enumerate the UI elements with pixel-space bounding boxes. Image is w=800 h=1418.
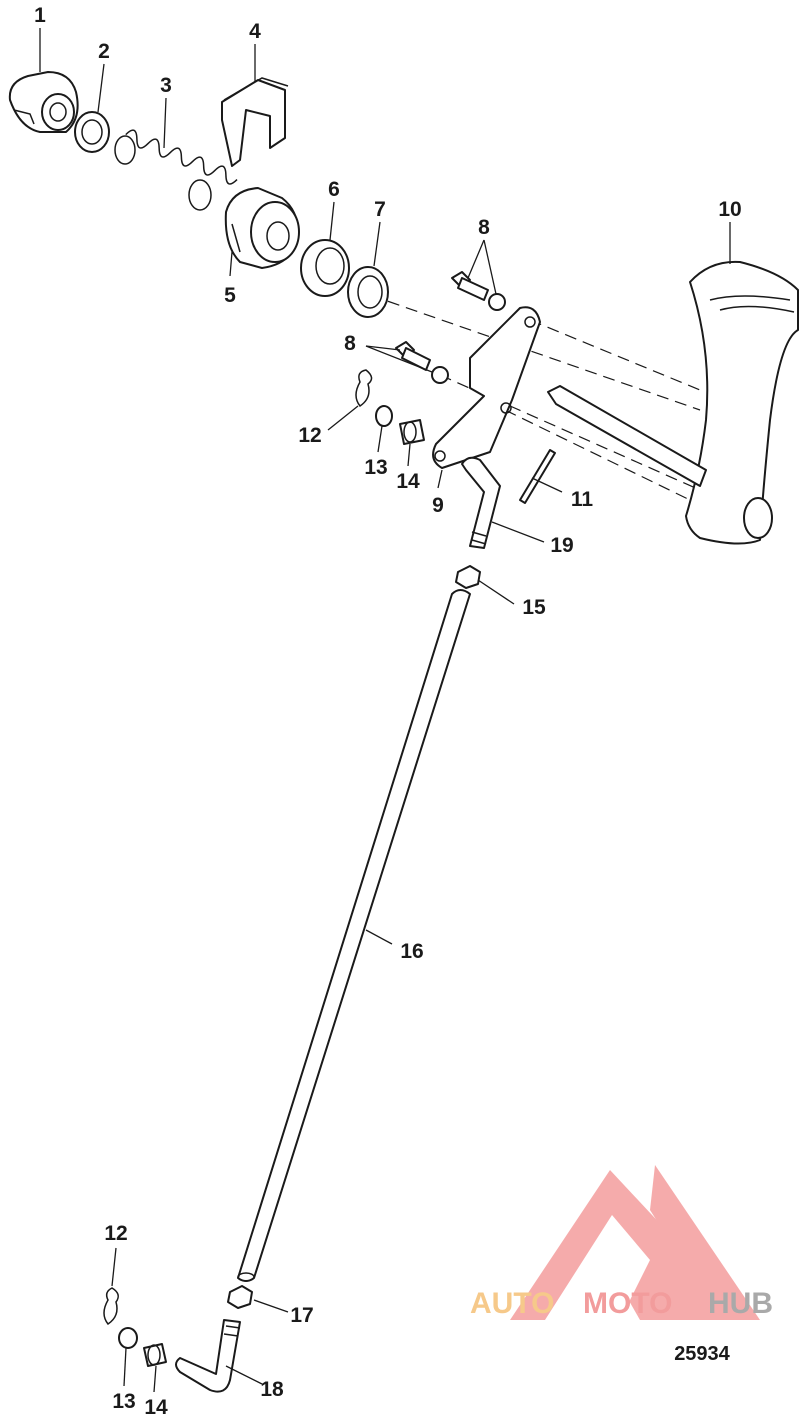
callout-10: 10 [718,198,741,221]
callout-9: 9 [432,494,444,517]
callout-13-upper: 13 [364,456,387,479]
bushing-part-14-upper [399,419,425,445]
rod-part-16 [237,589,471,1282]
callout-6: 6 [328,178,340,201]
callout-12-upper: 12 [298,424,321,447]
watermark-auto: AUTO [470,1287,554,1320]
knob-part-1 [8,71,79,133]
callout-11: 11 [571,488,594,511]
callout-12-lower: 12 [104,1222,127,1245]
callout-3: 3 [160,74,172,97]
handle-part-10 [685,260,799,545]
callout-19: 19 [550,534,573,557]
callout-2: 2 [98,40,110,63]
callout-15: 15 [522,596,546,619]
hub-part-5 [224,187,300,269]
watermark-hub: HUB [708,1287,773,1320]
watermark-logo [510,1165,760,1320]
screw-part-8-upper [451,271,506,311]
washer-part-7 [347,266,389,318]
callout-1: 1 [34,4,46,27]
callout-18: 18 [260,1378,284,1401]
callout-14-upper: 14 [396,470,420,493]
cotter-pin-part-12-upper [355,369,373,408]
washer-part-2 [74,111,110,153]
callout-17: 17 [290,1304,313,1327]
nut-part-17 [227,1285,253,1309]
bracket-part-9 [432,306,541,469]
shaft [547,385,707,487]
leader-lines [39,28,731,1393]
washer-part-13-lower [118,1327,138,1349]
watermark-moto: MOTO [583,1287,672,1320]
figure-number: 25934 [674,1343,730,1365]
callout-labels: 1 2 3 4 5 6 7 8 8 9 10 11 12 13 14 15 16… [34,4,742,1418]
nut-part-15 [455,565,481,589]
washer-part-13-upper [375,405,393,427]
bushing-part-6 [300,239,350,297]
pin-part-11 [519,449,556,504]
link-part-18 [175,1319,241,1393]
callout-4: 4 [249,20,261,43]
cotter-pin-part-12-lower [103,1287,119,1326]
screw-part-8-lower [395,341,449,384]
callout-8-upper: 8 [478,216,490,239]
callout-7: 7 [374,198,386,221]
callout-14-lower: 14 [144,1396,168,1418]
callout-8-lower: 8 [344,332,356,355]
watermark-text: AUTO MOTO HUB [470,1287,773,1320]
bushing-part-14-lower [143,1343,167,1367]
link-part-19 [461,456,501,549]
callout-13-lower: 13 [112,1390,135,1413]
clip-part-4 [221,77,289,167]
spring-part-3 [114,129,238,211]
callout-16: 16 [400,940,423,963]
callout-5: 5 [224,284,236,307]
